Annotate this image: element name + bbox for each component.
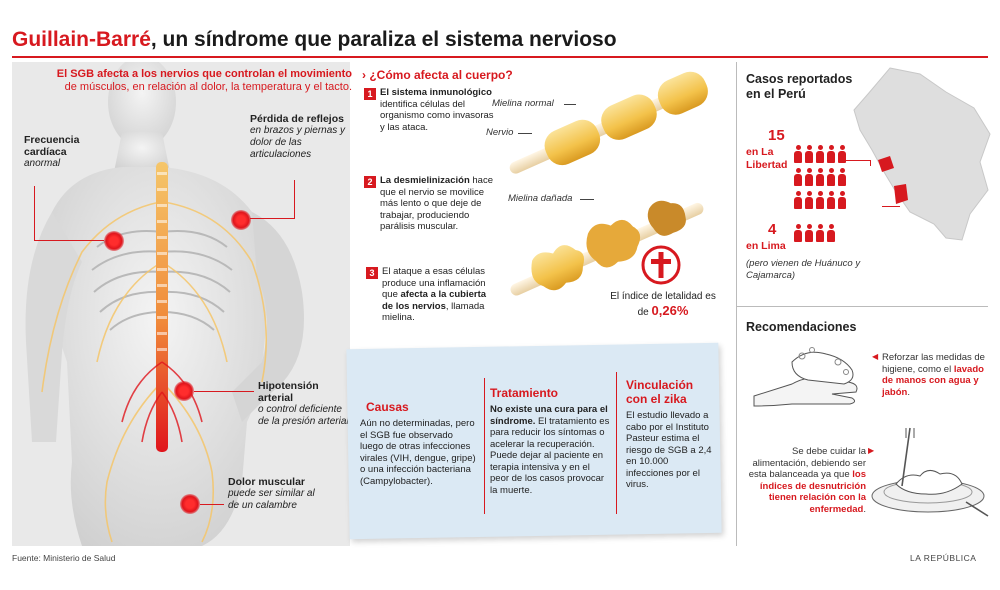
person-icon (805, 168, 813, 186)
arrow-left-icon: ◀ (872, 352, 879, 361)
lima-region: en Lima (746, 240, 786, 252)
person-icon (794, 168, 802, 186)
step-3-badge: 3 (366, 267, 378, 279)
myelin-damaged-label: Mielina dañada (508, 193, 573, 204)
body-illustration-panel (12, 62, 350, 546)
step-3-text: El ataque a esas células produce una inf… (382, 266, 487, 323)
nerve-illustration (509, 71, 708, 296)
arrow-right-icon: ▶ (868, 446, 875, 455)
person-icon (827, 168, 835, 186)
heart-label: Frecuencia cardíaca anormal (24, 134, 80, 169)
person-icon (816, 145, 824, 163)
person-icon (838, 168, 846, 186)
person-icon (805, 191, 813, 209)
treatment-text: No existe una cura para el síndrome. El … (490, 404, 610, 496)
recommendations-heading: Recomendaciones (746, 320, 857, 334)
cross-icon (641, 245, 681, 285)
chevron-right-icon: › (362, 68, 366, 82)
heart-leader-h (34, 240, 104, 241)
myelin-damaged-leader (580, 199, 594, 200)
muscle-pain-label: Dolor muscular puede ser similar al de u… (228, 476, 315, 511)
how-heading: › ¿Cómo afecta al cuerpo? (362, 68, 513, 82)
libertad-map-leader (846, 160, 870, 161)
reflex-leader (294, 180, 295, 219)
human-back-illustration (25, 62, 304, 546)
pain-leader (200, 504, 224, 505)
peru-map (853, 67, 991, 241)
hypo-leader (194, 391, 254, 392)
person-icon (794, 224, 802, 242)
lethality-text: El índice de letalidad es de 0,26% (610, 291, 716, 318)
recommendation-1: Reforzar las medidas de higiene, como el… (882, 352, 985, 398)
handwashing-icon (753, 347, 858, 407)
heart-marker (104, 231, 124, 251)
muscle-pain-marker (180, 494, 200, 514)
intro-sub: de músculos, en relación al dolor, la te… (64, 81, 352, 93)
page-title: Guillain-Barré, un síndrome que paraliza… (12, 28, 617, 51)
hypotension-label: Hipotensión arterial o control deficient… (258, 380, 349, 427)
causes-heading: Causas (366, 400, 409, 414)
intro-headline: El SGB afecta a los nervios que controla… (56, 68, 352, 80)
source-footer: Fuente: Ministerio de Salud (12, 553, 116, 563)
right-column-rule (736, 62, 737, 546)
person-icon (805, 145, 813, 163)
nerve-label: Nervio (486, 127, 514, 138)
step-2-text: La desmielinización hace que el nervio s… (380, 175, 493, 232)
zika-text: El estudio llevado a cabo por el Institu… (626, 410, 712, 490)
treatment-heading: Tratamiento (490, 386, 559, 400)
hypotension-marker (174, 381, 194, 401)
lima-note: (pero vienen de Huánuco y Cajamarca) (746, 258, 861, 281)
person-icon (816, 191, 824, 209)
lima-figures (794, 224, 854, 247)
card-divider-2 (616, 372, 617, 514)
person-icon (816, 224, 824, 242)
step-1-badge: 1 (364, 88, 376, 100)
myelin-normal-leader (564, 104, 576, 105)
step-2-badge: 2 (364, 176, 376, 188)
recommendations-rule (736, 306, 988, 307)
intro-text: El SGB afecta a los nervios que controla… (22, 68, 352, 94)
libertad-map-leader-v (870, 160, 871, 166)
card-divider-1 (484, 378, 485, 514)
libertad-region: en La Libertad (746, 146, 788, 171)
food-plate-icon (871, 427, 989, 517)
person-icon (794, 145, 802, 163)
lima-count: 4 (768, 221, 777, 238)
person-icon (805, 224, 813, 242)
shoulder-marker (231, 210, 251, 230)
person-icon (827, 145, 835, 163)
reflex-label: Pérdida de reflejos en brazos y piernas … (250, 113, 346, 160)
person-icon (794, 191, 802, 209)
person-icon (838, 145, 846, 163)
libertad-count: 15 (768, 127, 785, 144)
title-rule (12, 56, 988, 58)
lima-map-leader (882, 206, 900, 207)
libertad-figures (794, 145, 854, 214)
myelin-normal-label: Mielina normal (492, 98, 554, 109)
cases-heading: Casos reportados en el Perú (746, 72, 853, 101)
causes-text: Aún no determinadas, pero el SGB fue obs… (360, 418, 476, 487)
recommendation-2: Se debe cuidar la alimentación, debiendo… (748, 446, 866, 515)
person-icon (827, 224, 835, 242)
brand-footer: LA REPÚBLICA (910, 553, 977, 563)
zika-heading: Vinculación con el zika (626, 378, 694, 406)
person-icon (816, 168, 824, 186)
nerve-leader (518, 133, 532, 134)
person-icon (838, 191, 846, 209)
step-1-text: El sistema inmunológico identifica célul… (380, 87, 494, 133)
reflex-leader-h (250, 218, 294, 219)
heart-leader (34, 186, 35, 241)
person-icon (827, 191, 835, 209)
